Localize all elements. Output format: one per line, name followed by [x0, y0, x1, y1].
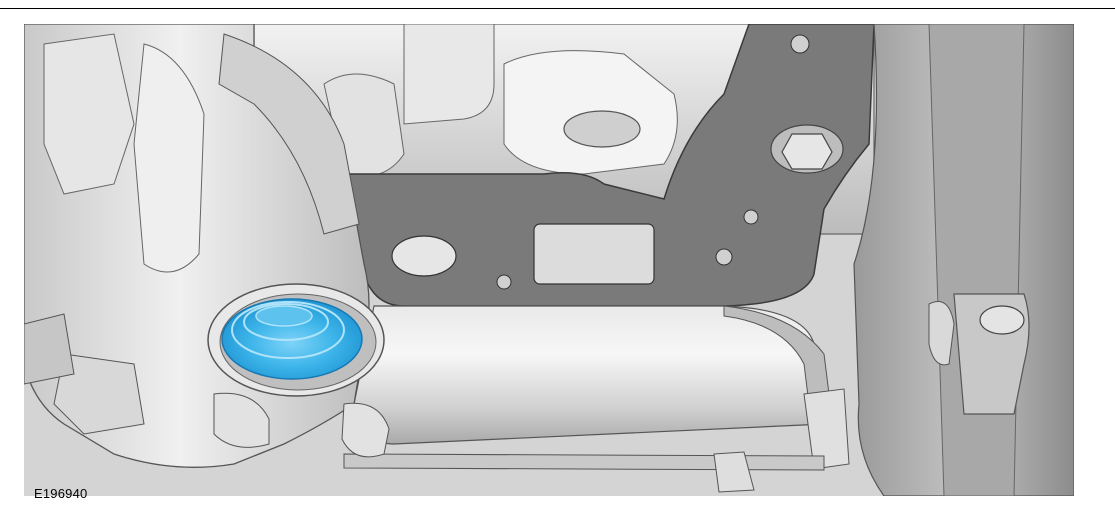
- block-hole: [563, 110, 641, 148]
- elbow-pipe: [218, 33, 360, 235]
- left-tab: [24, 313, 75, 385]
- left-housing-rib: [43, 33, 135, 195]
- starter-terminal: [803, 388, 850, 470]
- right-cover-rib: [928, 24, 1025, 496]
- starter-body: [353, 305, 825, 445]
- bolt-head: [781, 133, 833, 170]
- rod-clamp: [713, 451, 755, 493]
- gasket-hole-2: [715, 248, 733, 266]
- bore-ring-3: [255, 305, 313, 327]
- highlighted-bore: [207, 283, 385, 397]
- mount-boss-left: [213, 392, 270, 448]
- engine-illustration: [24, 24, 1074, 496]
- mount-boss-right: [341, 402, 390, 458]
- bore-ring-1: [231, 301, 345, 359]
- gasket-port-left: [391, 235, 457, 277]
- left-housing-face: [133, 43, 205, 273]
- top-rule: [0, 8, 1115, 9]
- block-rib: [403, 24, 495, 125]
- figure-id-label: E196940: [34, 486, 88, 501]
- gasket-hole-3: [743, 209, 759, 225]
- gasket-port-center: [533, 223, 655, 285]
- right-lug: [928, 301, 955, 366]
- bore-ring-2: [243, 303, 329, 341]
- lower-rod: [343, 453, 825, 471]
- engine-drawing: [24, 24, 1074, 496]
- gasket-hole-4: [790, 34, 810, 54]
- left-flange: [53, 353, 145, 435]
- right-bracket-hole: [979, 305, 1025, 335]
- gasket-hole-1: [496, 274, 512, 290]
